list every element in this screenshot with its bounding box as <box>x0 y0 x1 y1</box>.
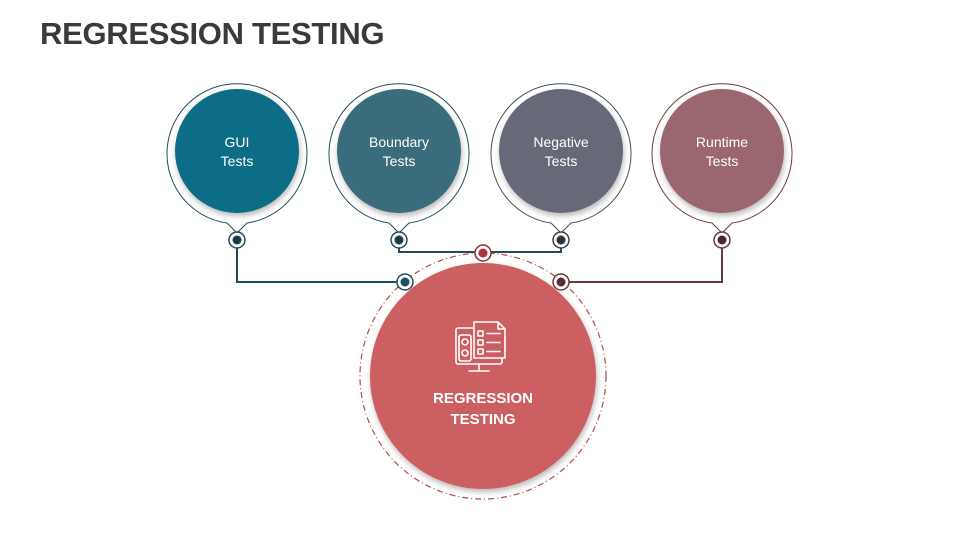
node-label-line1: Negative <box>533 134 588 150</box>
page-title: REGRESSION TESTING <box>40 16 385 51</box>
connector-gui <box>236 248 397 283</box>
node-label-line1: Boundary <box>369 134 429 150</box>
node-label-line2: Tests <box>545 153 578 169</box>
junction-dot-top <box>474 244 492 262</box>
node-runtime-tests: Runtime Tests <box>651 83 793 249</box>
node-negative-tests: Negative Tests <box>490 83 632 249</box>
node-boundary-tests: Boundary Tests <box>328 83 470 249</box>
center-outer-ring <box>359 252 607 500</box>
monitor-checklist-icon <box>455 321 506 372</box>
node-label-line2: Tests <box>383 153 416 169</box>
node-circle <box>499 89 623 213</box>
junction-dot-left <box>396 273 414 291</box>
center-circle <box>370 263 596 489</box>
node-circle <box>337 89 461 213</box>
center-label-line2: TESTING <box>450 411 515 428</box>
center-label-line1: REGRESSION <box>433 390 533 407</box>
node-label-line2: Tests <box>221 153 254 169</box>
connector-runtime <box>567 248 723 283</box>
node-gui-tests: GUI Tests <box>166 83 308 249</box>
node-label-line1: Runtime <box>696 134 748 150</box>
junction-dot-right <box>552 273 570 291</box>
node-circle <box>660 89 784 213</box>
node-label-line1: GUI <box>225 134 250 150</box>
node-label-line2: Tests <box>706 153 739 169</box>
node-circle <box>175 89 299 213</box>
